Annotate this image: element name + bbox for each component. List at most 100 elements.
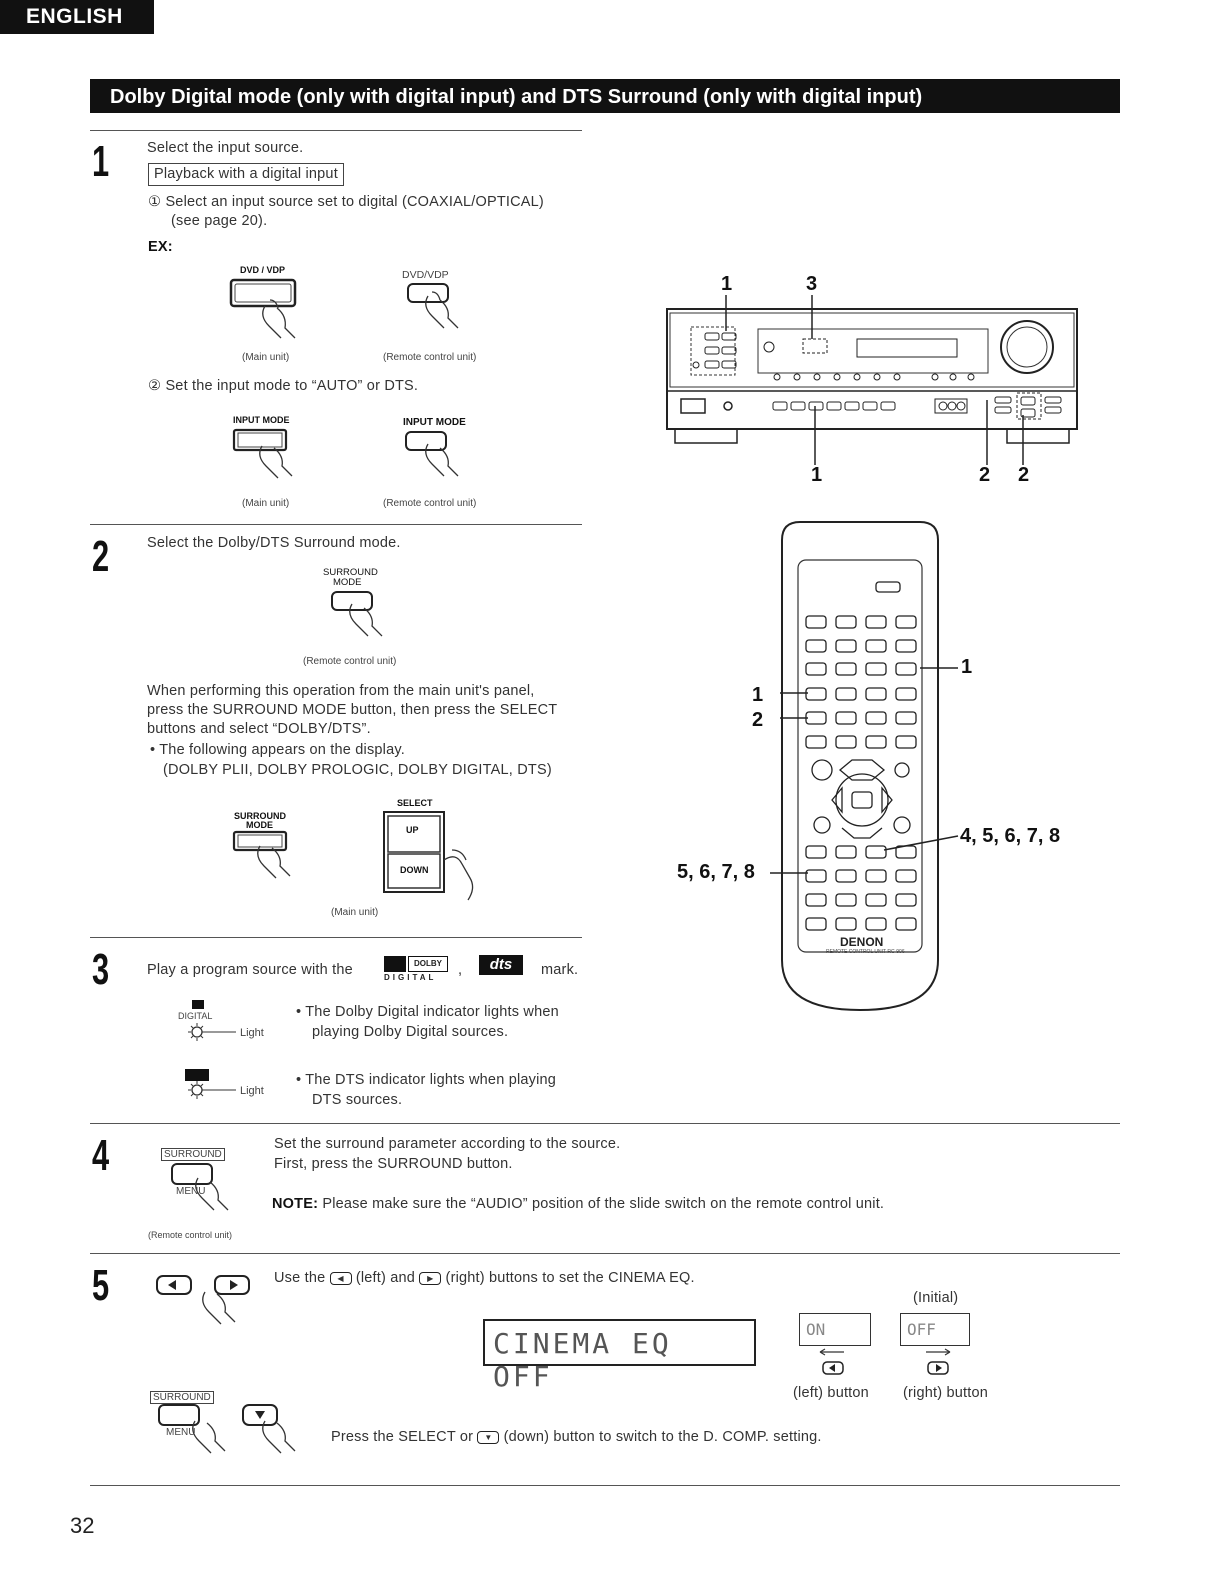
- on-display: ON: [799, 1313, 871, 1346]
- up-label: UP: [406, 825, 419, 835]
- use-text-a: Use the: [274, 1270, 326, 1286]
- light-label-1: Light: [240, 1027, 264, 1039]
- dolby-indicator-symbol: [192, 1000, 204, 1009]
- step3-bullet1-line2: playing Dolby Digital sources.: [312, 1024, 509, 1040]
- step4-number: 4: [92, 1131, 110, 1180]
- step5-menu-label: MENU: [166, 1427, 196, 1438]
- remote-callout-left-2: 2: [752, 709, 764, 731]
- main-surround-label-2: MODE: [246, 820, 273, 830]
- down-label: DOWN: [400, 865, 429, 875]
- surround-mode-label-2: MODE: [333, 577, 362, 588]
- logo-comma: ,: [458, 962, 463, 978]
- step1-sub1-line2: (see page 20).: [171, 213, 268, 229]
- step4-menu-label: MENU: [176, 1186, 206, 1197]
- left-button-icon: ◀: [329, 1271, 352, 1285]
- remote-callout-left-1: 1: [752, 684, 764, 706]
- receiver-callout-top-3: 3: [806, 273, 818, 295]
- receiver-callout-bottom-2b: 2: [1018, 464, 1030, 486]
- off-display: OFF: [900, 1313, 970, 1346]
- bottom-rule: [90, 1485, 1120, 1486]
- step1-sub2-marker: ②: [148, 378, 162, 394]
- select-label: SELECT: [397, 798, 433, 808]
- surround-mode-label-1: SURROUND: [323, 567, 378, 578]
- remote-callout-left-group: 5, 6, 7, 8: [677, 861, 755, 883]
- left-button-caption: (left) button: [793, 1385, 869, 1401]
- main-unit-caption-1: (Main unit): [242, 352, 290, 363]
- step3-bullet1-line1: • The Dolby Digital indicator lights whe…: [296, 1004, 559, 1020]
- dvd-main-button-illustration: [229, 278, 297, 339]
- dolby-digital-logo: DOLBY DIGITAL: [384, 956, 448, 982]
- step4-surround-box: SURROUND: [161, 1148, 225, 1161]
- step2-rule: [90, 524, 582, 525]
- step5-press-text: Press the SELECT or ▼ (down) button to s…: [331, 1428, 822, 1447]
- step4-surround-button-illustration: [171, 1163, 229, 1211]
- step1-sub1-marker: ①: [148, 194, 162, 210]
- dvd-remote-label: DVD/VDP: [402, 269, 449, 281]
- step2-bullet: • The following appears on the display.: [150, 742, 405, 758]
- step4-rule: [90, 1123, 1120, 1124]
- step1-instruction: Select the input source.: [147, 140, 304, 156]
- step1-boxed-label: Playback with a digital input: [148, 163, 344, 186]
- use-text-b: (left) and: [355, 1270, 416, 1286]
- main-unit-caption-2: (Main unit): [242, 498, 290, 509]
- step2-para-line1: When performing this operation from the …: [147, 683, 535, 699]
- step2-para-line2: press the SURROUND MODE button, then pre…: [147, 702, 558, 718]
- step1-sub1-line1: Select an input source set to digital (C…: [165, 194, 544, 210]
- right-button-caption: (right) button: [903, 1385, 989, 1401]
- remote-brand: DENON: [840, 935, 884, 949]
- input-mode-remote-button-illustration: [405, 431, 459, 477]
- step5-menu-down-illustration: [158, 1404, 296, 1454]
- select-buttons-illustration: [383, 811, 474, 901]
- remote-callout-right-group: 4, 5, 6, 7, 8: [960, 825, 1061, 847]
- main-surround-label-1: SURROUND: [234, 811, 287, 821]
- step3-number: 3: [92, 945, 110, 994]
- light-indicator-icon: [188, 1023, 236, 1041]
- dvd-main-label: DVD / VDP: [240, 265, 286, 275]
- step3-play-text: Play a program source with the: [147, 962, 353, 978]
- cinema-eq-display: CINEMA EQ OFF: [483, 1319, 756, 1393]
- right-button-icon: ▶: [419, 1271, 442, 1285]
- step4-remote-caption: (Remote control unit): [148, 1230, 233, 1240]
- step5-surround-box: SURROUND: [150, 1391, 214, 1404]
- dts-logo: dts: [479, 955, 523, 975]
- language-tab: ENGLISH: [0, 0, 154, 34]
- step2-instruction: Select the Dolby/DTS Surround mode.: [147, 535, 401, 551]
- initial-label: (Initial): [913, 1290, 959, 1306]
- dolby-logo-text: DOLBY: [408, 956, 448, 972]
- step2-para-line3: buttons and select “DOLBY/DTS”.: [147, 721, 371, 737]
- remote-unit-caption-3: (Remote control unit): [303, 656, 397, 667]
- step3-mark-text: mark.: [541, 962, 579, 978]
- step1-number: 1: [92, 137, 110, 186]
- remote-control-illustration: [770, 521, 959, 1012]
- step3-bullet2-line2: DTS sources.: [312, 1092, 403, 1108]
- receiver-callout-bottom-2a: 2: [979, 464, 991, 486]
- step5-use-text: Use the ◀ (left) and ▶ (right) buttons t…: [274, 1269, 695, 1288]
- press-text-b: (down) button to switch to the D. COMP. …: [503, 1429, 822, 1445]
- input-mode-remote-label: INPUT MODE: [403, 417, 466, 428]
- remote-model: REMOTE CONTROL UNIT RC-906: [826, 949, 905, 955]
- down-button-icon: ▼: [477, 1430, 500, 1444]
- step4-note: NOTE: Please make sure the “AUDIO” posit…: [272, 1195, 884, 1214]
- light-label-2: Light: [240, 1085, 264, 1097]
- step1-rule: [90, 130, 582, 131]
- left-right-buttons-illustration: [156, 1275, 250, 1325]
- note-label: NOTE:: [272, 1196, 319, 1212]
- remote-callout-right-1: 1: [961, 656, 973, 678]
- dolby-logo-sub: DIGITAL: [384, 973, 437, 982]
- page-number: 32: [70, 1513, 95, 1538]
- main-unit-caption-3: (Main unit): [331, 907, 379, 918]
- step5-number: 5: [92, 1261, 110, 1310]
- arrows-and-buttons: [819, 1348, 951, 1375]
- use-text-c: (right) buttons to set the CINEMA EQ.: [445, 1270, 695, 1286]
- step1-sub1: ① Select an input source set to digital …: [148, 193, 544, 212]
- remote-unit-caption-1: (Remote control unit): [383, 352, 477, 363]
- receiver-callout-top-1: 1: [721, 273, 733, 295]
- step2-number: 2: [92, 532, 110, 581]
- step1-sub2: ② Set the input mode to “AUTO” or DTS.: [148, 377, 418, 396]
- surround-mode-remote-illustration: [331, 591, 383, 637]
- note-text: Please make sure the “AUDIO” position of…: [322, 1196, 885, 1212]
- main-surround-button-illustration: [232, 830, 291, 879]
- step1-sub2-text: Set the input mode to “AUTO” or DTS.: [165, 378, 419, 394]
- digital-indicator-label: DIGITAL: [178, 1011, 213, 1021]
- press-text-a: Press the SELECT or: [331, 1429, 474, 1445]
